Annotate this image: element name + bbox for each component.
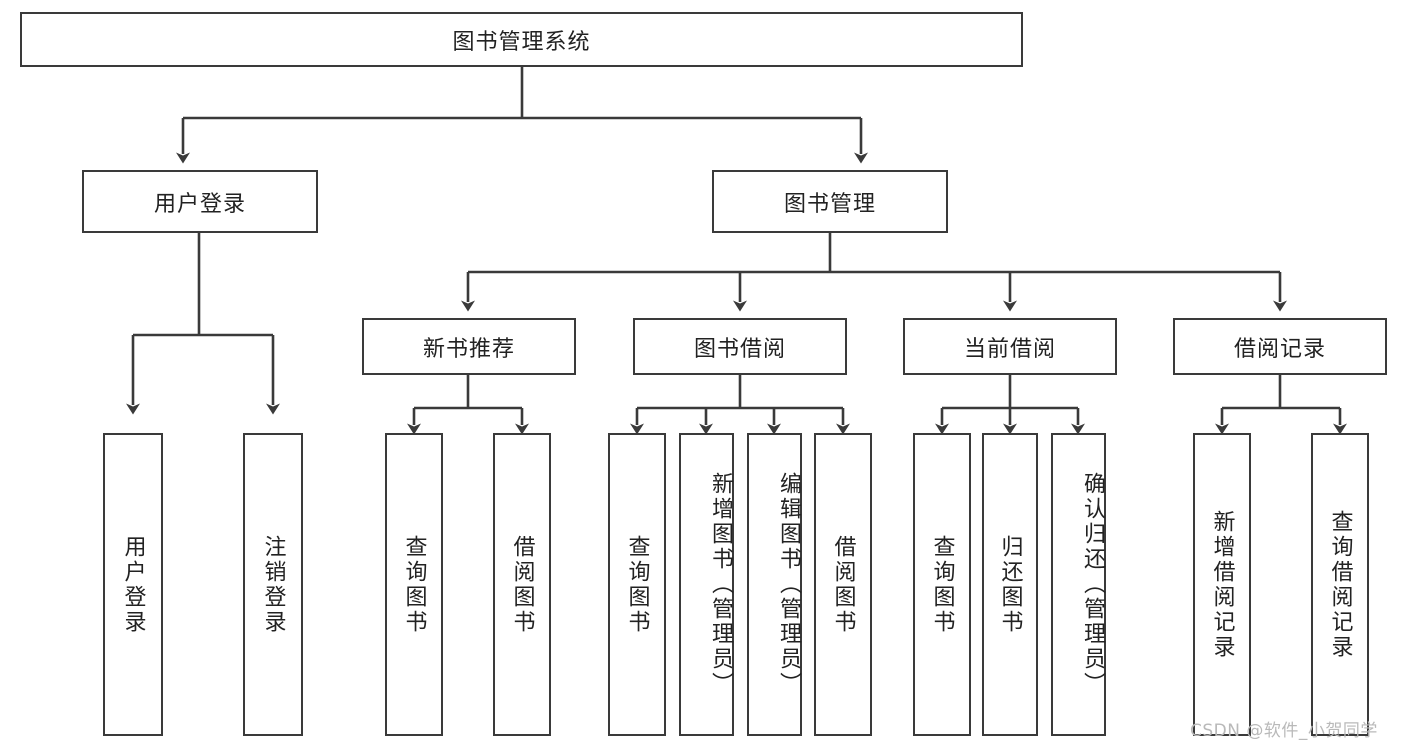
node-root[interactable]: 图书管理系统 <box>20 12 1023 67</box>
node-leaf-query-book-1-label: 查询图书 <box>401 534 427 635</box>
node-leaf-borrow-book-1-label: 借阅图书 <box>509 534 535 635</box>
node-leaf-add-book-label: 新增图书（管理员） <box>708 472 733 697</box>
node-borrow-record[interactable]: 借阅记录 <box>1173 318 1387 375</box>
node-book-manage[interactable]: 图书管理 <box>712 170 948 233</box>
node-leaf-confirm-return-label: 确认归还（管理员） <box>1080 472 1105 697</box>
node-leaf-edit-book-label: 编辑图书（管理员） <box>776 472 801 697</box>
node-user-login[interactable]: 用户登录 <box>82 170 318 233</box>
node-leaf-query-book-1[interactable]: 查询图书 <box>385 433 443 736</box>
node-book-borrow-label: 图书借阅 <box>693 336 786 362</box>
node-leaf-add-book[interactable]: 新增图书（管理员） <box>679 433 734 736</box>
node-leaf-query-record[interactable]: 查询借阅记录 <box>1311 433 1369 736</box>
node-leaf-user-login-label: 用户登录 <box>120 534 146 635</box>
node-leaf-return-book-label: 归还图书 <box>997 534 1023 635</box>
node-new-book-recommend[interactable]: 新书推荐 <box>362 318 576 375</box>
node-leaf-logout-label: 注销登录 <box>260 534 286 635</box>
node-leaf-query-book-2[interactable]: 查询图书 <box>608 433 666 736</box>
node-leaf-return-book[interactable]: 归还图书 <box>982 433 1038 736</box>
node-leaf-borrow-book-1[interactable]: 借阅图书 <box>493 433 551 736</box>
node-current-borrow-label: 当前借阅 <box>963 336 1056 362</box>
node-borrow-record-label: 借阅记录 <box>1233 336 1326 362</box>
node-leaf-edit-book[interactable]: 编辑图书（管理员） <box>747 433 802 736</box>
node-user-login-label: 用户登录 <box>153 191 246 217</box>
node-leaf-borrow-book-2-label: 借阅图书 <box>830 534 856 635</box>
node-root-label: 图书管理系统 <box>452 29 591 55</box>
node-leaf-user-login[interactable]: 用户登录 <box>103 433 163 736</box>
node-leaf-add-record-label: 新增借阅记录 <box>1209 509 1235 660</box>
node-leaf-query-book-2-label: 查询图书 <box>624 534 650 635</box>
node-leaf-query-book-3[interactable]: 查询图书 <box>913 433 971 736</box>
node-leaf-logout[interactable]: 注销登录 <box>243 433 303 736</box>
node-book-borrow[interactable]: 图书借阅 <box>633 318 847 375</box>
watermark-text: CSDN @软件_小贺同学 <box>1190 721 1378 741</box>
node-leaf-add-record[interactable]: 新增借阅记录 <box>1193 433 1251 736</box>
node-leaf-confirm-return[interactable]: 确认归还（管理员） <box>1051 433 1106 736</box>
node-new-book-recommend-label: 新书推荐 <box>422 336 515 362</box>
node-leaf-borrow-book-2[interactable]: 借阅图书 <box>814 433 872 736</box>
node-current-borrow[interactable]: 当前借阅 <box>903 318 1117 375</box>
node-book-manage-label: 图书管理 <box>783 191 876 217</box>
node-leaf-query-book-3-label: 查询图书 <box>929 534 955 635</box>
node-leaf-query-record-label: 查询借阅记录 <box>1327 509 1353 660</box>
